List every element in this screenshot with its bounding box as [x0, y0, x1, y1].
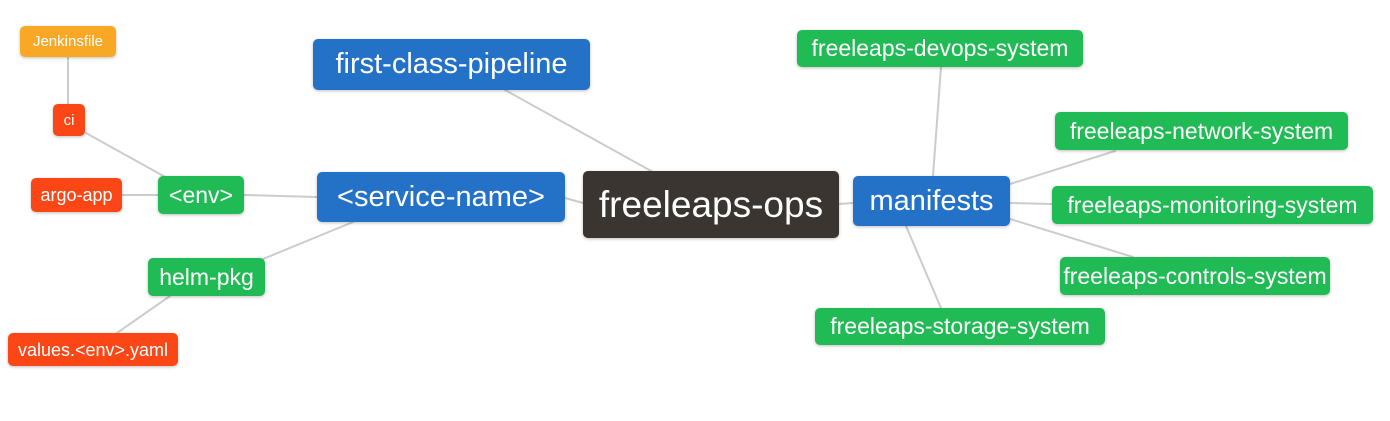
edge-first-class-pipeline--freeleaps-ops	[504, 89, 654, 173]
edge-service-name--freeleaps-ops	[564, 197, 584, 204]
edge-manifests--freeleaps-devops-system	[932, 66, 942, 177]
mindmap-node-freeleaps-ops[interactable]: freeleaps-ops	[583, 171, 839, 238]
edge-freeleaps-ops--manifests	[838, 202, 854, 205]
edge-env--service-name	[243, 194, 318, 198]
mindmap-node-service-name[interactable]: <service-name>	[317, 172, 565, 222]
mindmap-node-manifests[interactable]: manifests	[853, 176, 1010, 226]
edge-manifests--freeleaps-storage-system	[905, 225, 942, 309]
mindmap-node-freeleaps-devops-system[interactable]: freeleaps-devops-system	[797, 30, 1083, 67]
mindmap-node-argo-app[interactable]: argo-app	[31, 178, 122, 212]
edge-helm-pkg--service-name	[262, 221, 354, 260]
edge-manifests--freeleaps-network-system	[1009, 150, 1116, 185]
edge-manifests--freeleaps-controls-system	[1009, 218, 1134, 258]
mindmap-node-jenkinsfile[interactable]: Jenkinsfile	[20, 26, 116, 57]
mindmap-node-ci[interactable]: ci	[53, 104, 85, 136]
mindmap-node-freeleaps-storage-system[interactable]: freeleaps-storage-system	[815, 308, 1105, 345]
mindmap-node-first-class-pipeline[interactable]: first-class-pipeline	[313, 39, 590, 90]
edge-values-env-yaml--helm-pkg	[116, 295, 171, 334]
edge-manifests--freeleaps-monitoring-system	[1009, 202, 1053, 205]
mindmap-node-env[interactable]: <env>	[158, 176, 244, 214]
edge-ci--env	[85, 132, 168, 179]
mindmap-node-freeleaps-controls-system[interactable]: freeleaps-controls-system	[1060, 257, 1330, 295]
mindmap-node-helm-pkg[interactable]: helm-pkg	[148, 258, 265, 296]
mindmap-node-freeleaps-network-system[interactable]: freeleaps-network-system	[1055, 112, 1348, 150]
mindmap-node-freeleaps-monitoring-system[interactable]: freeleaps-monitoring-system	[1052, 186, 1373, 224]
mindmap-node-values-env-yaml[interactable]: values.<env>.yaml	[8, 333, 178, 366]
